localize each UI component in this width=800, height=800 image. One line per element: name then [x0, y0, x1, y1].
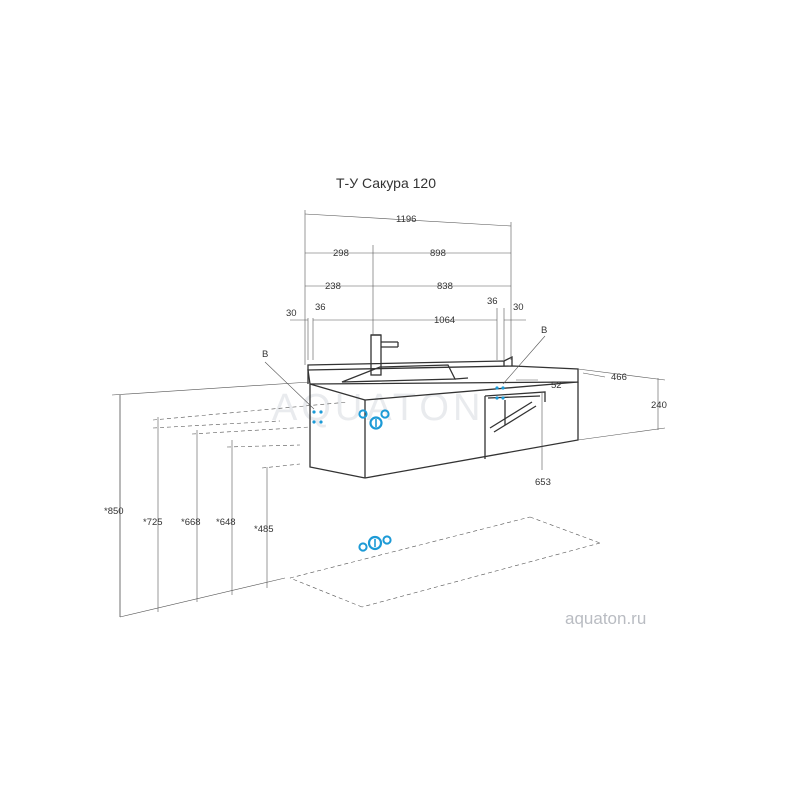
dim-36-left: 36 [315, 302, 326, 313]
dim-898: 898 [430, 248, 446, 259]
dim-298: 298 [333, 248, 349, 259]
dim-653: 653 [535, 477, 551, 488]
background-brand-mark: AQUATON [272, 387, 484, 429]
dim-30-right: 30 [513, 302, 524, 313]
drain-marker [358, 535, 392, 552]
dim-36-right: 36 [487, 296, 498, 307]
dim-height-485: *485 [254, 524, 274, 535]
water-inlet-markers [358, 409, 390, 430]
floor-outline [289, 516, 601, 608]
drawing-title: Т-У Сакура 120 [336, 175, 436, 191]
top-dimension-lines [290, 210, 526, 365]
b-leaders [264, 335, 546, 410]
dim-1064: 1064 [434, 315, 455, 326]
dim-52: 52 [551, 380, 562, 391]
label-b-left: B [262, 349, 268, 360]
dim-height-850: *850 [104, 506, 124, 517]
dim-height-725: *725 [143, 517, 163, 528]
dim-width-1196: 1196 [396, 214, 416, 225]
site-watermark: aquaton.ru [565, 609, 646, 628]
dim-240: 240 [651, 400, 667, 411]
dim-height-648: *648 [216, 517, 236, 528]
dim-238: 238 [325, 281, 341, 292]
mounting-markers [312, 386, 505, 424]
dim-30-left: 30 [286, 308, 297, 319]
right-dimension-lines [516, 368, 666, 470]
dim-838: 838 [437, 281, 453, 292]
label-b-right: B [541, 325, 547, 336]
vanity-cabinet [307, 334, 579, 479]
dim-466: 466 [611, 372, 627, 383]
dim-height-668: *668 [181, 517, 201, 528]
height-dimension-lines [119, 395, 349, 617]
